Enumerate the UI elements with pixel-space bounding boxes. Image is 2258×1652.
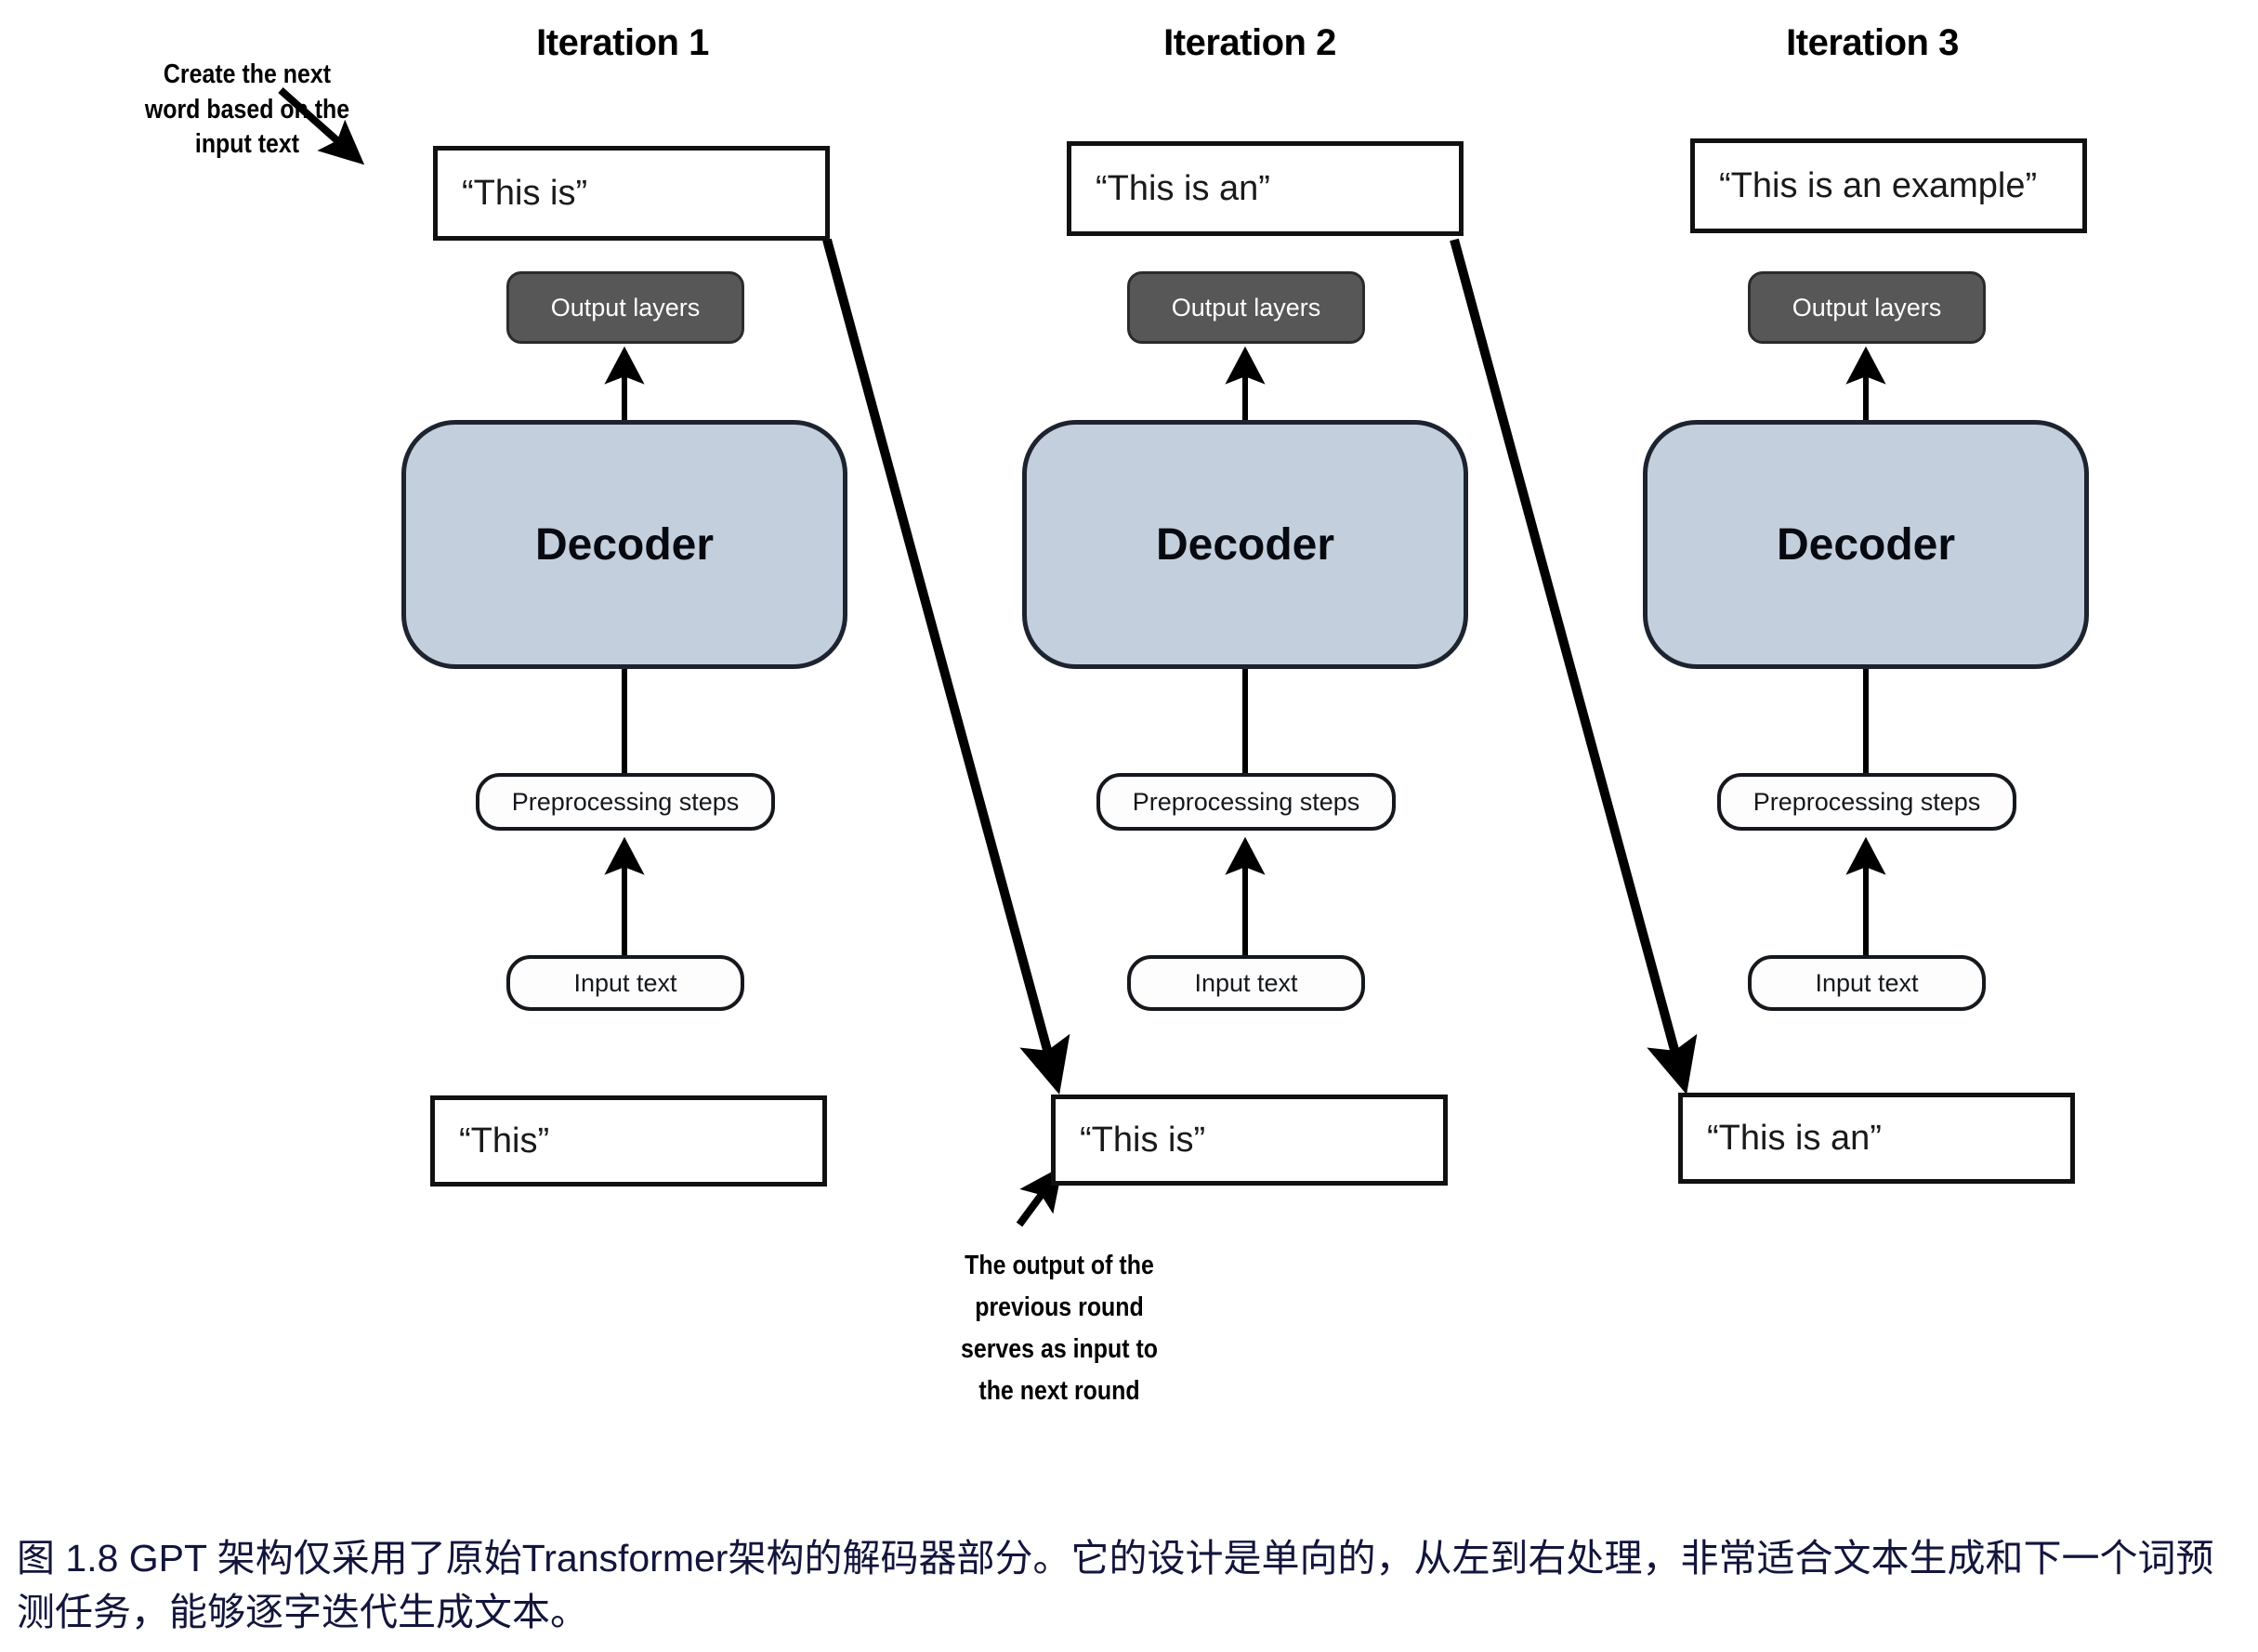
column-title-iteration-3: Iteration 3 — [1786, 21, 1959, 63]
leader-arrow-output-previous-round — [1016, 1165, 1063, 1227]
output-layers-box-iteration-2: Output layers — [1127, 271, 1365, 344]
output-sentence-box-iteration-2: “This is an” — [1067, 141, 1464, 236]
decoder-box-iteration-3: Decoder — [1643, 420, 2089, 669]
input-sentence-box-iteration-2: “This is” — [1051, 1095, 1448, 1186]
output-sentence-box-iteration-1: “This is” — [433, 146, 830, 241]
annotation-create-next-word: Create the next word based on the input … — [144, 59, 350, 160]
preprocessing-steps-box-iteration-3: Preprocessing steps — [1717, 773, 2016, 831]
output-layers-box-iteration-1: Output layers — [506, 271, 744, 344]
preprocessing-steps-box-iteration-2: Preprocessing steps — [1096, 773, 1396, 831]
column-title-iteration-1: Iteration 1 — [536, 21, 709, 63]
input-text-box-iteration-3: Input text — [1748, 955, 1986, 1011]
input-text-box-iteration-1: Input text — [506, 955, 744, 1011]
arrow-iteration2-output-to-iteration3-input — [1450, 238, 1698, 1095]
annotation-output-previous-round: The output of the previous round serves … — [960, 1251, 1159, 1406]
decoder-box-iteration-1: Decoder — [401, 420, 847, 669]
figure-caption: 图 1.8 GPT 架构仅采用了原始Transformer架构的解码器部分。它的… — [17, 1537, 2214, 1634]
preprocessing-steps-box-iteration-1: Preprocessing steps — [476, 773, 775, 831]
input-sentence-box-iteration-1: “This” — [430, 1095, 827, 1187]
input-sentence-box-iteration-3: “This is an” — [1678, 1093, 2075, 1184]
arrow-iteration1-output-to-iteration2-input — [822, 238, 1070, 1095]
decoder-box-iteration-2: Decoder — [1022, 420, 1468, 669]
output-sentence-box-iteration-3: “This is an example” — [1690, 138, 2087, 233]
input-text-box-iteration-2: Input text — [1127, 955, 1365, 1011]
column-title-iteration-2: Iteration 2 — [1163, 21, 1336, 63]
output-layers-box-iteration-3: Output layers — [1748, 271, 1986, 344]
